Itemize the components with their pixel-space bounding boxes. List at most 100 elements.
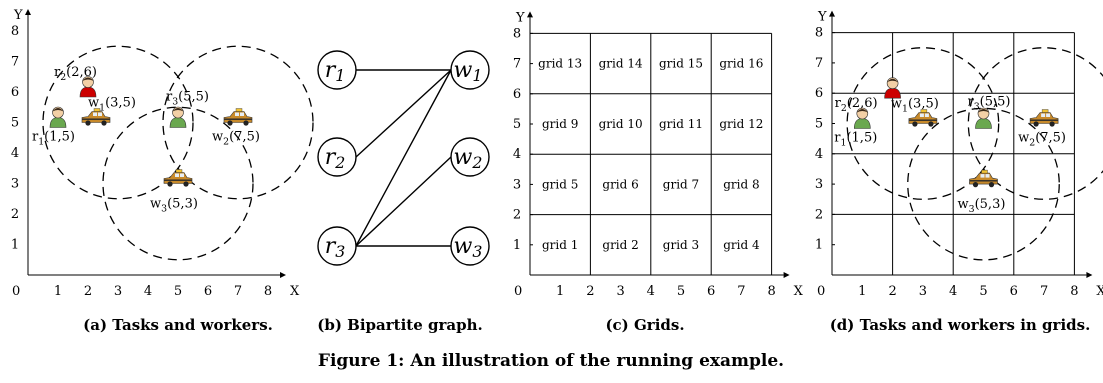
y-tick-label: 6 (513, 87, 521, 102)
taxi-wheel (85, 120, 91, 126)
worker-node-label-3: w3 (454, 234, 483, 261)
y-tick-label: 6 (11, 85, 19, 100)
y-tick-label: 7 (815, 56, 823, 71)
worker-node-label-3-base: w (454, 234, 473, 259)
taxi-stripe (1030, 119, 1059, 121)
requester-label-2: r2(2,6) (835, 96, 878, 114)
person-body (853, 118, 871, 129)
person-hair (82, 77, 94, 81)
x-tick-label: 1 (556, 284, 564, 299)
y-tick-label: 2 (815, 207, 823, 222)
worker-range-circle-2 (162, 45, 314, 200)
requester-label-coord: (5,5) (980, 95, 1011, 110)
requester-label-3: r3(5,5) (166, 90, 209, 108)
worker-node-1 (450, 50, 490, 90)
taxi-window (240, 112, 244, 116)
requester-node-1 (317, 50, 357, 90)
y-tick-label: 2 (513, 208, 521, 223)
requester-node-label-3-base: r (325, 234, 337, 259)
requester-node-label-2-sub: 2 (334, 153, 345, 172)
y-tick-label: 8 (11, 24, 19, 39)
grid-cell-label: grid 7 (663, 177, 699, 191)
requester-label-coord: (5,5) (178, 90, 209, 105)
grid-cell-label: grid 10 (599, 117, 643, 131)
y-axis-arrow (527, 11, 533, 18)
x-axis-arrow (1086, 272, 1093, 278)
taxi-wheel (988, 182, 995, 188)
x-tick-label: 2 (84, 284, 92, 299)
y-tick-label: 7 (11, 55, 19, 70)
requester-label-name: r (32, 130, 39, 145)
y-tick-label: 6 (815, 86, 823, 101)
origin-label: 0 (817, 284, 825, 299)
x-tick-label: 6 (204, 284, 212, 299)
caption-d: (d) Tasks and workers in grids. (830, 316, 1091, 334)
taxi-window (175, 173, 179, 177)
taxi-wheel (167, 181, 173, 187)
requester-label-name: r (166, 90, 173, 105)
y-tick-label: 4 (815, 147, 823, 162)
y-tick-label: 4 (11, 146, 19, 161)
taxi-stripe (908, 119, 937, 121)
worker-label-sub: 1 (902, 104, 908, 115)
person-body (169, 117, 187, 128)
worker-label-sub: 3 (161, 204, 167, 215)
x-tick-label: 8 (264, 284, 272, 299)
person-hair (52, 108, 64, 112)
taxi-stripe (969, 180, 998, 182)
worker-node-label-2: w2 (454, 145, 483, 172)
x-tick-label: 5 (677, 284, 685, 299)
taxi-wheel (928, 121, 934, 127)
grid-cell-label: grid 13 (538, 57, 582, 71)
requester-label-3: r3(5,5) (968, 95, 1011, 113)
y-axis-arrow (25, 9, 31, 15)
worker-node-label-2-base: w (454, 145, 473, 170)
requester-label-sub: 1 (38, 137, 44, 148)
worker-label-coord: (3,5) (105, 96, 136, 111)
requester-label-sub: 3 (974, 102, 980, 113)
taxi-window (1046, 113, 1051, 117)
y-tick-label: 1 (815, 238, 823, 253)
taxi-window (924, 113, 929, 117)
y-tick-label: 1 (513, 238, 521, 253)
grid-cell-label: grid 12 (719, 117, 763, 131)
worker-2-icon (1029, 109, 1059, 127)
person-hair (978, 109, 989, 113)
requester-node-label-3: r3 (325, 234, 346, 261)
grid-cell-label: grid 4 (723, 238, 760, 252)
y-tick-label: 4 (513, 147, 521, 162)
x-tick-label: 3 (616, 284, 624, 299)
requester-label-coord: (2,6) (847, 96, 878, 111)
worker-node-label-1-base: w (454, 58, 473, 83)
requester-node-2 (317, 137, 357, 177)
taxi-window (93, 112, 97, 116)
grid-cell-label: grid 3 (663, 238, 699, 252)
grid-cell-label: grid 14 (599, 57, 643, 71)
x-tick-label: 4 (949, 284, 957, 299)
caption-c: (c) Grids. (605, 316, 684, 334)
worker-label-3: w3(5,3) (958, 197, 1006, 215)
x-axis-label: X (290, 284, 300, 299)
requester-3-icon (169, 106, 187, 128)
x-axis-arrow (783, 272, 790, 278)
x-tick-label: 6 (1010, 284, 1018, 299)
requester-node-label-2: r2 (325, 145, 346, 172)
taxi-window (1041, 113, 1046, 117)
y-tick-label: 3 (513, 177, 521, 192)
x-tick-label: 3 (114, 284, 122, 299)
y-axis-label: Y (817, 10, 827, 25)
x-tick-label: 5 (174, 284, 182, 299)
worker-range-circle-1 (42, 45, 194, 200)
worker-label-sub: 2 (223, 137, 229, 148)
taxi-wheel (1033, 121, 1039, 127)
worker-label-2: w2(7,5) (212, 130, 260, 148)
worker-label-1: w1(3,5) (88, 96, 136, 114)
requester-label-coord: (2,6) (66, 65, 97, 80)
taxi-stripe (82, 118, 110, 120)
x-tick-label: 7 (1040, 284, 1048, 299)
worker-range-circle-3 (907, 107, 1060, 261)
worker-label-name: w (958, 197, 969, 212)
worker-label-coord: (3,5) (908, 97, 939, 112)
